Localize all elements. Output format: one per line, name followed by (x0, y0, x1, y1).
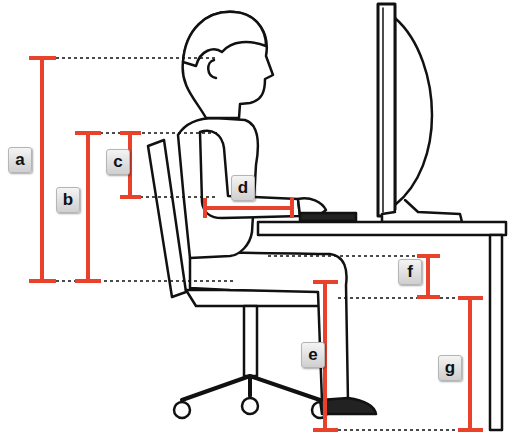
arm (200, 131, 300, 218)
callout-letter: d (231, 175, 255, 201)
callout-letter: b (56, 187, 80, 213)
desk-leg (490, 235, 502, 430)
monitor-stand (382, 200, 462, 222)
ear (208, 60, 216, 78)
callout-letter: f (398, 259, 422, 285)
chair-base (182, 376, 320, 400)
dimension-bar (29, 58, 56, 281)
monitor-back (395, 18, 432, 205)
dimension-bars (29, 58, 483, 430)
callout-letter: e (301, 342, 325, 368)
dotted-line (100, 132, 218, 133)
figure (148, 4, 506, 430)
chair-wheel (174, 402, 190, 418)
dimension-bar (205, 198, 292, 218)
chair-wheel (242, 398, 258, 414)
callout-letter: a (8, 147, 32, 173)
dotted-line (338, 297, 466, 298)
monitor-bezel (382, 8, 384, 212)
chair-post (244, 306, 257, 376)
dotted-line (338, 429, 458, 430)
callout-letter: c (106, 149, 130, 175)
keyboard (300, 213, 356, 221)
dotted-line (56, 57, 218, 58)
dotted-line (268, 255, 420, 256)
reference-lines (56, 58, 466, 430)
dotted-line (140, 196, 216, 197)
shoe (320, 398, 376, 414)
desk-top (258, 222, 506, 235)
monitor-screen (378, 4, 395, 216)
callout-letter: g (438, 355, 462, 381)
head (183, 12, 273, 118)
